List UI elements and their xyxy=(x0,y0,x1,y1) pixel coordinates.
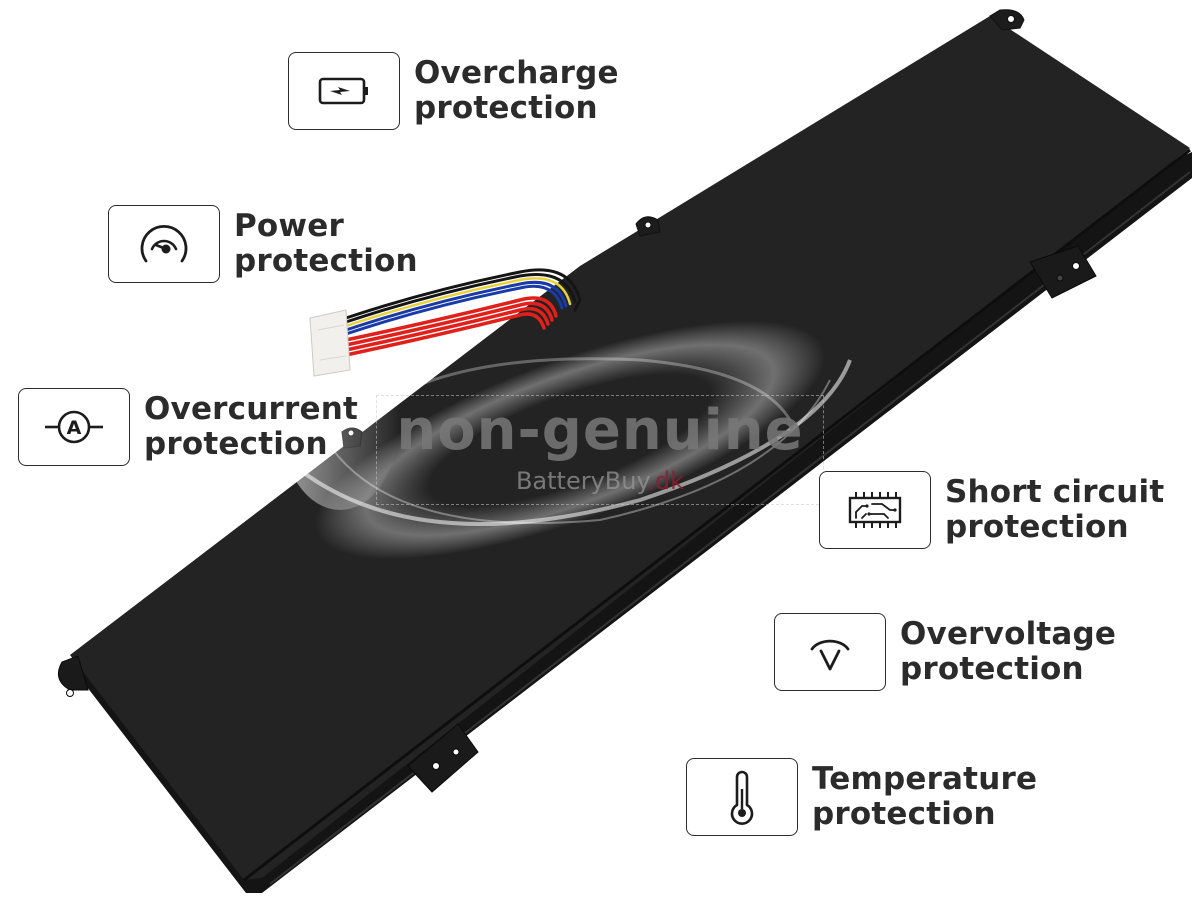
feature-label: Temperature protection xyxy=(812,761,1038,832)
mounting-tab xyxy=(407,723,479,793)
cable-harness xyxy=(344,268,582,357)
icon-box xyxy=(686,758,798,836)
battery-bolt-icon xyxy=(318,77,368,105)
watermark-text: non-genuine xyxy=(396,398,804,463)
feature-overvoltage: Overvoltage protection xyxy=(774,613,1116,691)
mounting-tab xyxy=(57,655,89,697)
watermark-brand: BatteryBuy.dk xyxy=(515,467,685,495)
ammeter-icon: A xyxy=(45,410,103,444)
feature-label: Power protection xyxy=(234,208,418,279)
circuit-chip-icon xyxy=(848,492,902,528)
feature-temperature: Temperature protection xyxy=(686,758,1037,836)
feature-short-circuit: Short circuit protection xyxy=(819,471,1164,549)
feature-overcurrent: A Overcurrent protection xyxy=(18,388,358,466)
mounting-tab xyxy=(635,216,661,237)
thermometer-icon xyxy=(730,770,754,825)
feature-overcharge: Overcharge protection xyxy=(288,52,619,130)
icon-box xyxy=(819,471,931,549)
svg-text:A: A xyxy=(67,417,82,439)
feature-label: Short circuit protection xyxy=(945,474,1165,545)
feature-label: Overvoltage protection xyxy=(900,616,1117,687)
icon-box xyxy=(288,52,400,130)
watermark: non-genuine BatteryBuy.dk xyxy=(376,395,824,505)
icon-box: A xyxy=(18,388,130,466)
icon-box xyxy=(774,613,886,691)
mounting-tab xyxy=(1029,245,1097,299)
gauge-icon xyxy=(140,225,188,263)
mounting-tab xyxy=(989,9,1025,31)
feature-label: Overcharge protection xyxy=(414,55,619,126)
feature-label: Overcurrent protection xyxy=(144,391,359,462)
feature-power: Power protection xyxy=(108,205,418,283)
icon-box xyxy=(108,205,220,283)
voltmeter-icon xyxy=(810,639,850,671)
cable-connector xyxy=(309,309,351,377)
